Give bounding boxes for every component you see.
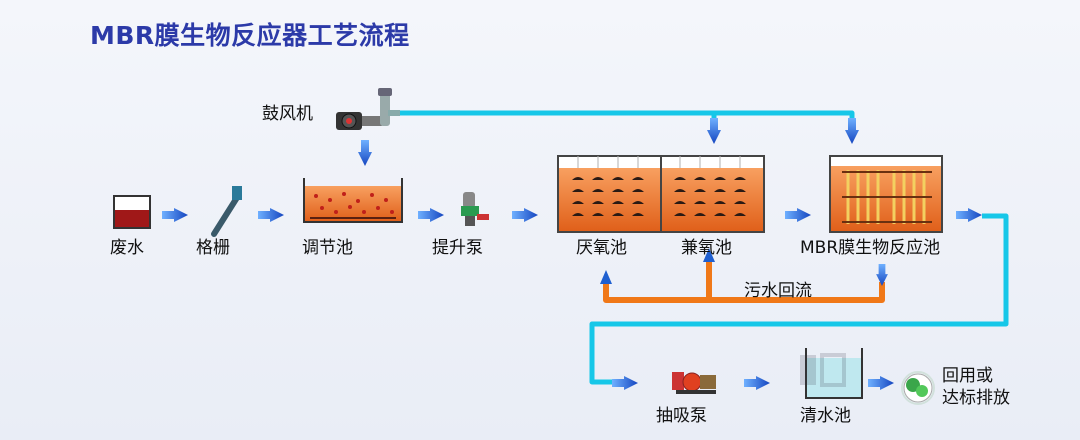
blower-icon [336, 88, 400, 130]
sludge-return-arrows [600, 248, 888, 286]
mbr-tank-label: MBR膜生物反应池 [800, 238, 941, 258]
grille-label: 格栅 [196, 238, 230, 258]
lift-pump-icon [461, 192, 489, 226]
sludge-return-label: 污水回流 [744, 281, 812, 301]
regulating-tank-label: 调节池 [302, 238, 353, 258]
grille-icon [211, 186, 242, 237]
wastewater-label: 废水 [110, 238, 144, 258]
anaerobic-anoxic-tanks-icon [557, 155, 765, 233]
wastewater-tank-icon [113, 195, 151, 229]
blower-label: 鼓风机 [262, 104, 313, 124]
clear-water-tank-icon [805, 348, 863, 399]
regulating-tank-icon [303, 178, 403, 223]
sludge-return-pipe [603, 260, 885, 303]
anoxic-tank-label: 兼氧池 [681, 238, 732, 258]
reuse-label-line2: 达标排放 [942, 388, 1010, 408]
wechat-icon [903, 373, 933, 403]
suction-pump-label: 抽吸泵 [656, 406, 707, 426]
air-pipe [398, 110, 855, 120]
reuse-label-line1: 回用或 [942, 366, 993, 386]
effluent-pipe [589, 213, 1009, 385]
clear-water-tank-label: 清水池 [800, 406, 851, 426]
mbr-tank-icon [829, 155, 943, 233]
anaerobic-tank-label: 厌氧池 [576, 238, 627, 258]
page-title: MBR膜生物反应器工艺流程 [90, 21, 410, 50]
lift-pump-label: 提升泵 [432, 238, 483, 258]
suction-pump-icon [672, 372, 716, 394]
